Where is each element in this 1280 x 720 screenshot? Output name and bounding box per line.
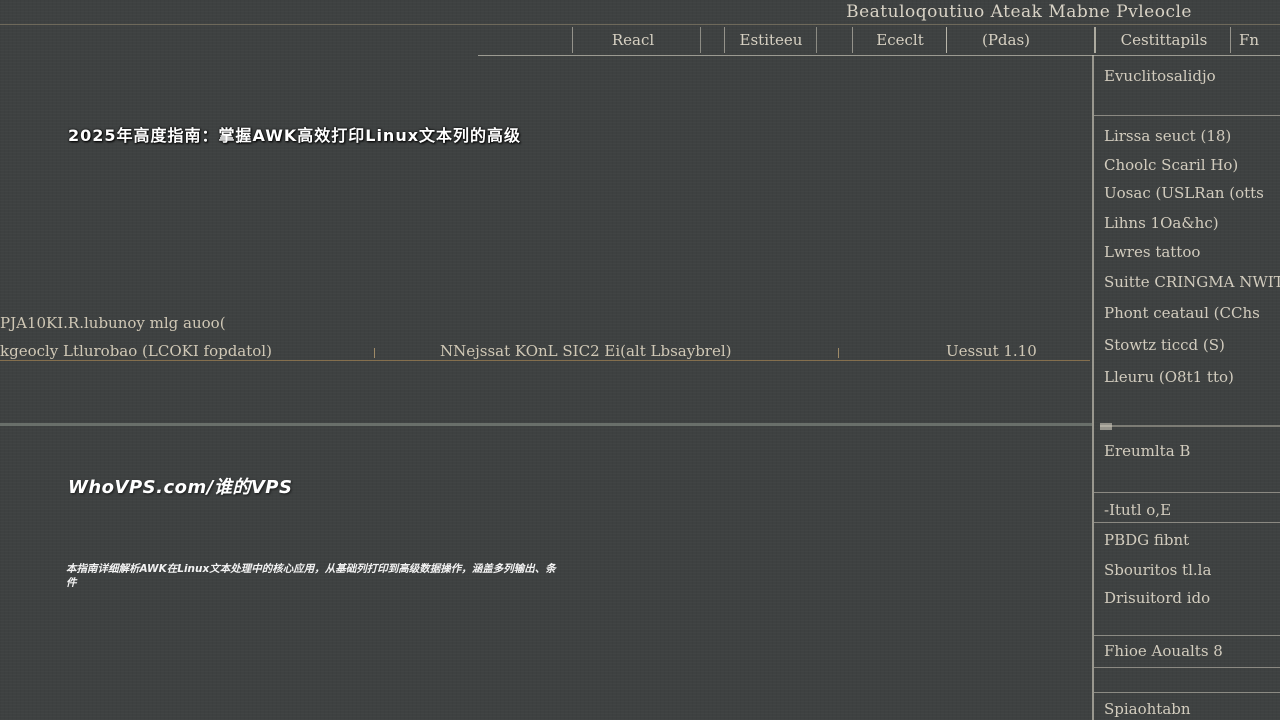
brand-link[interactable]: WhoVPS.com/谁的VPS	[68, 477, 293, 498]
sidebar-divider	[1094, 492, 1280, 493]
sidebar-item[interactable]: Stowtz ticcd (S)	[1104, 336, 1225, 354]
sidebar-item[interactable]: Ereumlta B	[1104, 442, 1191, 460]
sidebar-item[interactable]: Suitte CRINGMA NWIT	[1104, 273, 1280, 291]
sidebar-item[interactable]: Lwres tattoo	[1104, 243, 1201, 261]
menu-item-read[interactable]: Reacl	[572, 27, 693, 53]
status-text: PJA10KI.R.lubunoy mlg auoo(	[0, 314, 226, 332]
sidebar-divider	[1094, 115, 1280, 116]
sidebar-item[interactable]: Fhioe Aoualts 8	[1104, 642, 1223, 660]
window-title: Beatuloqoutiuo Ateak Mabne Pvleocle	[846, 2, 1192, 22]
sidebar-item[interactable]: Lleuru (O8t1 tto)	[1104, 368, 1234, 386]
menu-item-pages[interactable]: (Pdas)	[946, 27, 1065, 53]
sidebar-divider	[1094, 692, 1280, 693]
sidebar-item[interactable]: PBDG fibnt	[1104, 531, 1190, 549]
sidebar-item[interactable]: Spiaohtabn	[1104, 700, 1191, 718]
sidebar-item[interactable]: Lirssa seuct (18)	[1104, 127, 1232, 145]
status-tick	[838, 348, 839, 358]
sidebar-horizontal-divider	[1100, 425, 1280, 427]
menu-separator	[816, 27, 817, 53]
menu-item-settings[interactable]: Cestittapils	[1094, 27, 1232, 53]
description-text: 本指南详细解析AWK在Linux文本处理中的核心应用，从基础列打印到高级数据操作…	[66, 563, 556, 589]
status-bar: kgeocly Ltlurobao (LCOKI fopdatol) NNejs…	[0, 342, 1090, 361]
sidebar-divider	[1094, 667, 1280, 668]
status-tick	[374, 348, 375, 358]
page-title: 2025年高度指南：掌握AWK高效打印Linux文本列的高级	[68, 126, 522, 145]
menu-item-edit[interactable]: Ececlt	[852, 27, 947, 53]
title-bar-rule	[0, 24, 1280, 25]
sidebar-item[interactable]: Lihns 1Oa&hc)	[1104, 214, 1219, 232]
horizontal-divider	[0, 423, 1092, 426]
status-version-text: Uessut 1.10	[946, 342, 1037, 360]
status-middle-text: NNejssat KOnL SIC2 Ei(alt Lbsaybrel)	[440, 342, 732, 360]
sidebar-item[interactable]: Uosac (USLRan (otts	[1104, 184, 1264, 202]
sidebar-item[interactable]: -Itutl o,E	[1104, 501, 1172, 519]
sidebar-item[interactable]: Sbouritos tl.la	[1104, 561, 1212, 579]
menu-separator	[946, 27, 947, 53]
menu-item-overflow[interactable]: Fn	[1230, 27, 1280, 53]
sidebar-item[interactable]: Choolc Scaril Ho)	[1104, 156, 1239, 174]
resize-handle[interactable]	[1100, 423, 1112, 430]
sidebar-panel: Evuclitosalidjo Lirssa seuct (18) Choolc…	[1092, 55, 1280, 720]
sidebar-divider	[1094, 522, 1280, 523]
sidebar-item[interactable]: Phont ceataul (CChs	[1104, 304, 1260, 322]
menu-separator	[700, 27, 701, 53]
menu-item-estimate[interactable]: Estiteeu	[724, 27, 817, 53]
status-left-text: kgeocly Ltlurobao (LCOKI fopdatol)	[0, 342, 272, 360]
sidebar-item[interactable]: Evuclitosalidjo	[1104, 67, 1216, 85]
sidebar-divider	[1094, 635, 1280, 636]
sidebar-item[interactable]: Drisuitord ido	[1104, 589, 1211, 607]
menu-bar: Reacl Estiteeu Ececlt (Pdas) Cestittapil…	[478, 27, 1280, 56]
